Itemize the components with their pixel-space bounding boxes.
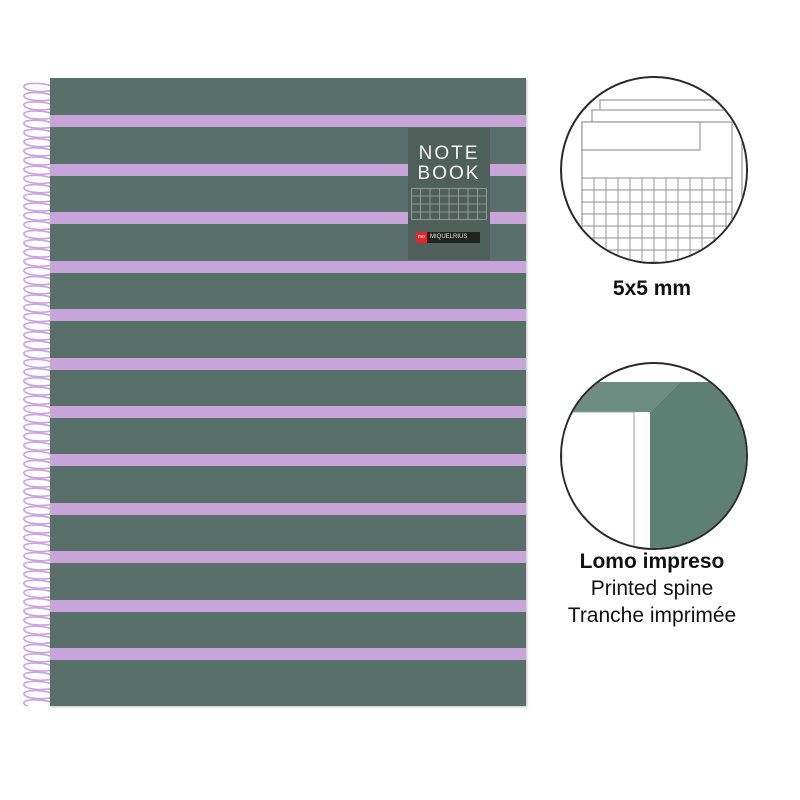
spiral-coil [23,570,57,580]
spiral-coil [23,597,57,608]
spiral-coil [23,349,57,360]
cover-stripe [50,454,526,466]
spiral-coil [23,284,57,295]
spiral-coil [23,652,57,663]
spiral-coil [23,698,57,706]
spiral-coil [23,542,57,553]
cover-stripe [50,212,526,224]
spiral-coil [23,478,57,488]
grid-paper-icon [581,99,746,262]
spiral-coil [23,303,57,314]
spiral-coil [23,376,57,387]
spiral-coil [23,146,57,157]
spiral-coil [23,229,57,240]
spiral-coil [23,174,57,185]
spiral-coil [23,404,57,415]
spiral-coil [23,275,57,286]
spiral-coil [23,110,57,120]
spiral-coil [23,82,57,93]
spiral-coil [23,441,57,452]
spiral-coil [23,119,57,130]
spiral-coil [23,560,57,571]
spiral-coil [23,524,57,534]
spiral-coil [23,91,57,102]
spiral-coil [23,625,57,636]
spiral-coil [23,643,57,654]
spiral-coil [23,340,57,350]
grid-size-label: 5x5 mm [612,277,692,300]
spiral-coil [23,220,57,231]
spiral-coil [23,487,57,498]
spiral-coil [23,321,57,332]
brand-name: MIQUELRIUS [430,234,468,240]
printed-spine-icon [562,382,746,548]
spiral-coil [23,238,57,249]
cover-stripe [50,164,526,176]
spiral-coil [23,606,57,617]
spiral-coil [23,330,57,341]
cover-title-note: NOTE [418,143,480,164]
spiral-coil [23,459,57,470]
spiral-coil [23,312,57,323]
spiral-coil [23,192,57,203]
spiral-coil [23,183,57,194]
cover-stripe [50,309,526,321]
spiral-coil [23,358,57,369]
spiral-coil [23,551,57,562]
spiral-coil [23,257,57,268]
spine-label-fr: Tranche imprimée [567,604,737,627]
spiral-coil [23,413,57,424]
cover-stripe [50,261,526,273]
spine-label-en: Printed spine [590,577,714,600]
grid-detail-circle [560,76,748,264]
cover-stripe [50,648,526,660]
spiral-coil [23,100,57,111]
spiral-coil [23,202,57,212]
cover-title-book: BOOK [417,163,481,184]
spiral-coil [23,662,57,672]
spiral-coil [23,211,57,222]
spiral-coil [23,137,57,148]
spiral-coil [23,294,57,304]
spiral-coil [23,496,57,507]
spiral-coil [23,689,57,700]
spiral-coil [23,432,57,442]
cover-stripe [50,551,526,563]
cover-stripe [50,600,526,612]
spiral-coil [23,128,57,139]
spiral-coil [23,248,57,258]
spiral-binding [23,82,59,706]
spiral-coil [23,634,57,645]
spiral-coil [23,468,57,479]
spiral-coil [23,386,57,396]
spiral-coil [23,156,57,166]
spiral-coil [23,579,57,590]
spiral-coil [23,165,57,176]
cover-stripe [50,115,526,127]
spiral-coil [23,505,57,516]
spine-detail-circle [560,362,748,550]
spiral-coil [23,588,57,599]
cover-stripe [50,358,526,370]
spiral-coil [23,367,57,378]
label-grid-icon [411,188,487,220]
spiral-coil [23,533,57,544]
cover-stripe [50,503,526,515]
cover-stripe [50,406,526,418]
spiral-coil [23,616,57,626]
spiral-coil [23,450,57,461]
spiral-coil [23,395,57,406]
spiral-coil [23,514,57,525]
spine-label-es: Lomo impreso [579,550,725,573]
spiral-coil [23,266,57,277]
spiral-coil [23,671,57,682]
brand-logo-icon: mo [416,232,427,243]
spiral-coil [23,422,57,433]
spiral-coil [23,680,57,691]
